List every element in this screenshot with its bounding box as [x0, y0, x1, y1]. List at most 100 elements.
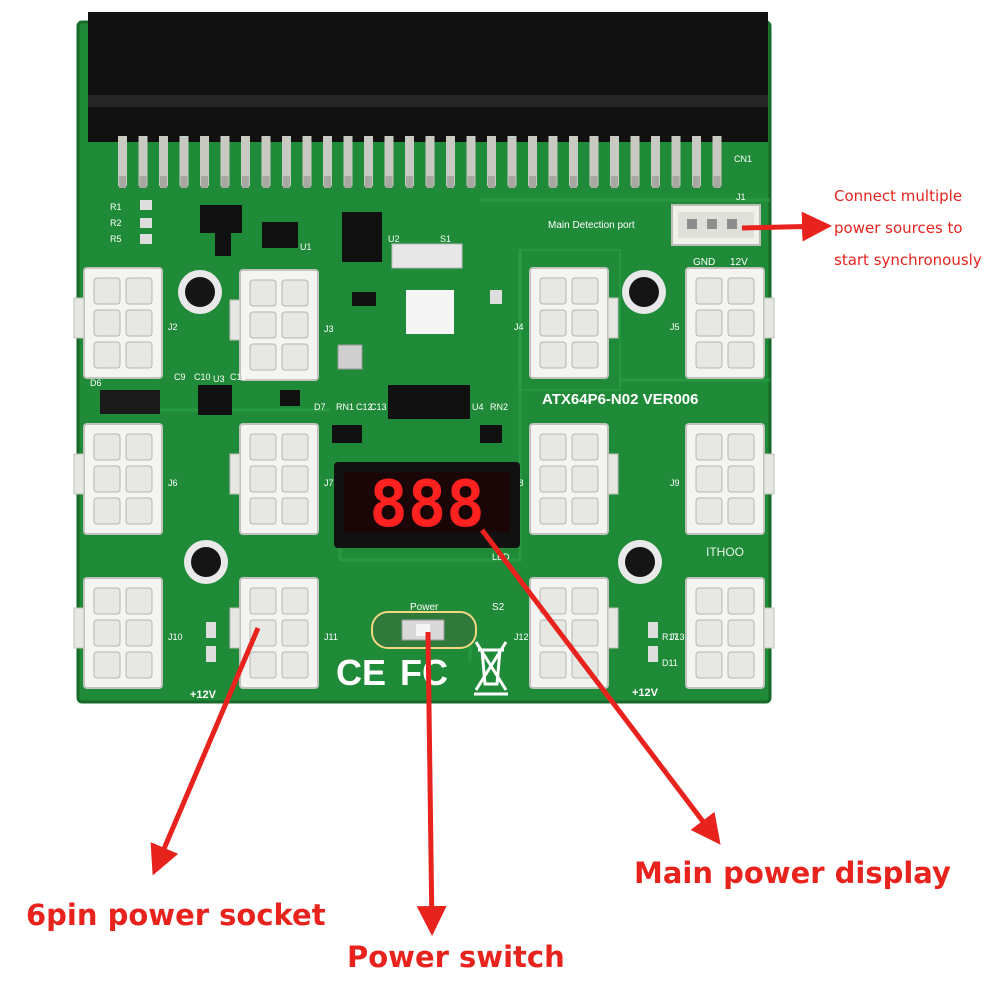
- voltage-label-right: +12V: [632, 687, 659, 699]
- svg-text:FC: FC: [400, 652, 448, 693]
- svg-text:R1: R1: [110, 202, 122, 212]
- connector-pin: [548, 136, 558, 186]
- connector-pin: [364, 136, 373, 186]
- socket-label: J2: [168, 322, 178, 332]
- svg-text:Main Detection port: Main Detection port: [548, 220, 635, 231]
- connector-pin: [425, 136, 435, 186]
- socket-label: J13: [670, 632, 685, 642]
- sync-start-callout: Connect multiple power sources to start …: [834, 180, 1000, 276]
- socket-label: J5: [670, 322, 680, 332]
- silkscreen-refs: R1 R2 R5 U1 U2 U3 U4 D6 D7 RN1 RN2 C9 C1…: [90, 202, 679, 668]
- connector-pin: [323, 136, 332, 186]
- display-digits: 888: [369, 468, 485, 542]
- socket-j8: J8: [514, 423, 619, 535]
- svg-text:U4: U4: [472, 402, 484, 412]
- svg-text:U1: U1: [300, 242, 312, 252]
- connector-pin: [651, 136, 660, 186]
- svg-text:U2: U2: [388, 234, 400, 244]
- svg-text:R17: R17: [662, 632, 679, 642]
- smd-components: [100, 200, 502, 443]
- connector-pin: [630, 136, 640, 186]
- socket-j4: J4: [514, 267, 619, 379]
- connector-pin: [466, 136, 476, 186]
- svg-text:D11: D11: [662, 658, 678, 668]
- socket-j11: J11: [229, 577, 338, 689]
- voltage-label-left: +12V: [190, 689, 217, 701]
- mounting-holes: [178, 270, 666, 584]
- connector-pin: [159, 136, 168, 186]
- connector-pin: [282, 136, 291, 186]
- socket-label: J9: [670, 478, 680, 488]
- switch-callout: Power switch: [347, 940, 565, 974]
- display-callout: Main power display: [634, 856, 951, 890]
- connector-pin: [569, 136, 578, 186]
- brand-mark: ITHOO: [706, 545, 744, 559]
- svg-text:C9: C9: [174, 372, 186, 382]
- svg-text:RN2: RN2: [490, 402, 508, 412]
- svg-text:C12: C12: [356, 402, 373, 412]
- svg-text:GND: GND: [693, 257, 715, 268]
- connector-pin: [179, 136, 189, 186]
- sync-callout-line-1: Connect multiple: [834, 187, 963, 205]
- svg-text:12V: 12V: [730, 257, 748, 268]
- connector-pin: [712, 136, 722, 186]
- connector-pin: [220, 136, 230, 186]
- connector-pin: [692, 136, 701, 186]
- socket-j13: J13: [670, 577, 775, 689]
- socket-j7: J7: [229, 423, 334, 535]
- socket-label: J6: [168, 478, 178, 488]
- certification-marks: CE FC: [336, 641, 508, 696]
- socket-label: J3: [324, 324, 334, 334]
- socket-label: J4: [514, 322, 524, 332]
- socket-j6: J6: [73, 423, 178, 535]
- led-display: 888 LED: [334, 462, 520, 562]
- svg-text:R2: R2: [110, 218, 122, 228]
- socket-callout: 6pin power socket: [26, 898, 326, 932]
- socket-j5: J5: [670, 267, 775, 379]
- connector-pin: [118, 136, 127, 186]
- svg-text:D7: D7: [314, 402, 326, 412]
- connector-pin: [507, 136, 517, 186]
- connector-pin: [589, 136, 599, 186]
- power-switch[interactable]: [371, 611, 477, 649]
- socket-label: J11: [324, 632, 338, 642]
- connector-pin: [384, 136, 394, 186]
- svg-text:CN1: CN1: [734, 154, 752, 164]
- socket-j9: J9: [670, 423, 775, 535]
- callout-arrows: [150, 211, 832, 936]
- svg-text:Power: Power: [410, 602, 439, 613]
- svg-text:C11: C11: [230, 372, 246, 382]
- connector-pin: [405, 136, 414, 186]
- connector-pin: [610, 136, 619, 186]
- connector-pin: [261, 136, 271, 186]
- connector-pin: [528, 136, 537, 186]
- svg-text:C13: C13: [370, 402, 387, 412]
- svg-text:D6: D6: [90, 378, 102, 388]
- socket-label: J12: [514, 632, 529, 642]
- socket-j10: J10: [73, 577, 183, 689]
- svg-text:S2: S2: [492, 602, 505, 613]
- svg-text:CE: CE: [336, 652, 386, 693]
- svg-text:J1: J1: [736, 192, 746, 202]
- svg-text:C10: C10: [194, 372, 211, 382]
- svg-text:S1: S1: [440, 234, 451, 244]
- connector-pin: [302, 136, 312, 186]
- connector-pin: [487, 136, 496, 186]
- connector-pin: [138, 136, 148, 186]
- socket-label: J7: [324, 478, 334, 488]
- connector-pins: [118, 136, 722, 188]
- connector-pin: [446, 136, 455, 186]
- board-model: ATX64P6-N02 VER006: [542, 391, 698, 408]
- socket-j3: J3: [229, 269, 334, 381]
- socket-label: J10: [168, 632, 183, 642]
- svg-text:RN1: RN1: [336, 402, 354, 412]
- sync-callout-line-2: power sources to: [834, 219, 963, 237]
- connector-pin: [241, 136, 250, 186]
- socket-j2: J2: [73, 267, 178, 379]
- edge-connector: [88, 12, 768, 142]
- connector-pin: [343, 136, 353, 186]
- sync-callout-line-3: start synchronously: [834, 251, 982, 269]
- connector-pin: [671, 136, 681, 186]
